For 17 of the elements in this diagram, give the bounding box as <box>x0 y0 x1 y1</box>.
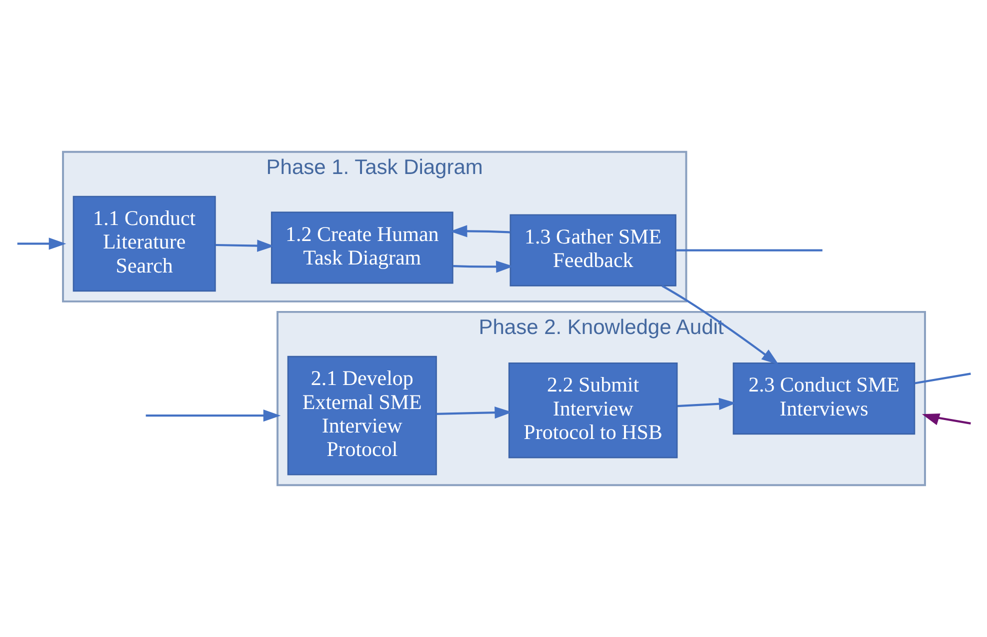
node-box: 1.1 Conduct Literature Search <box>72 196 216 292</box>
arrow <box>145 410 280 422</box>
arrow <box>436 406 512 419</box>
connector <box>676 249 822 252</box>
arrow <box>16 238 66 250</box>
connector <box>914 372 970 384</box>
node-box: 1.2 Create Human Task Diagram <box>270 212 453 284</box>
node-box: 2.2 Submit Interview Protocol to HSB <box>508 362 678 458</box>
arrow <box>921 414 970 426</box>
node-box: 1.3 Gather SME Feedback <box>509 214 676 286</box>
node-box: 2.1 Develop External SME Interview Protocol <box>286 356 436 476</box>
arrow <box>661 284 778 365</box>
arrow <box>452 260 513 273</box>
arrow <box>676 398 736 410</box>
node-box: 2.3 Conduct SME Interviews <box>732 362 915 435</box>
arrow <box>449 225 510 238</box>
arrow <box>215 240 274 252</box>
